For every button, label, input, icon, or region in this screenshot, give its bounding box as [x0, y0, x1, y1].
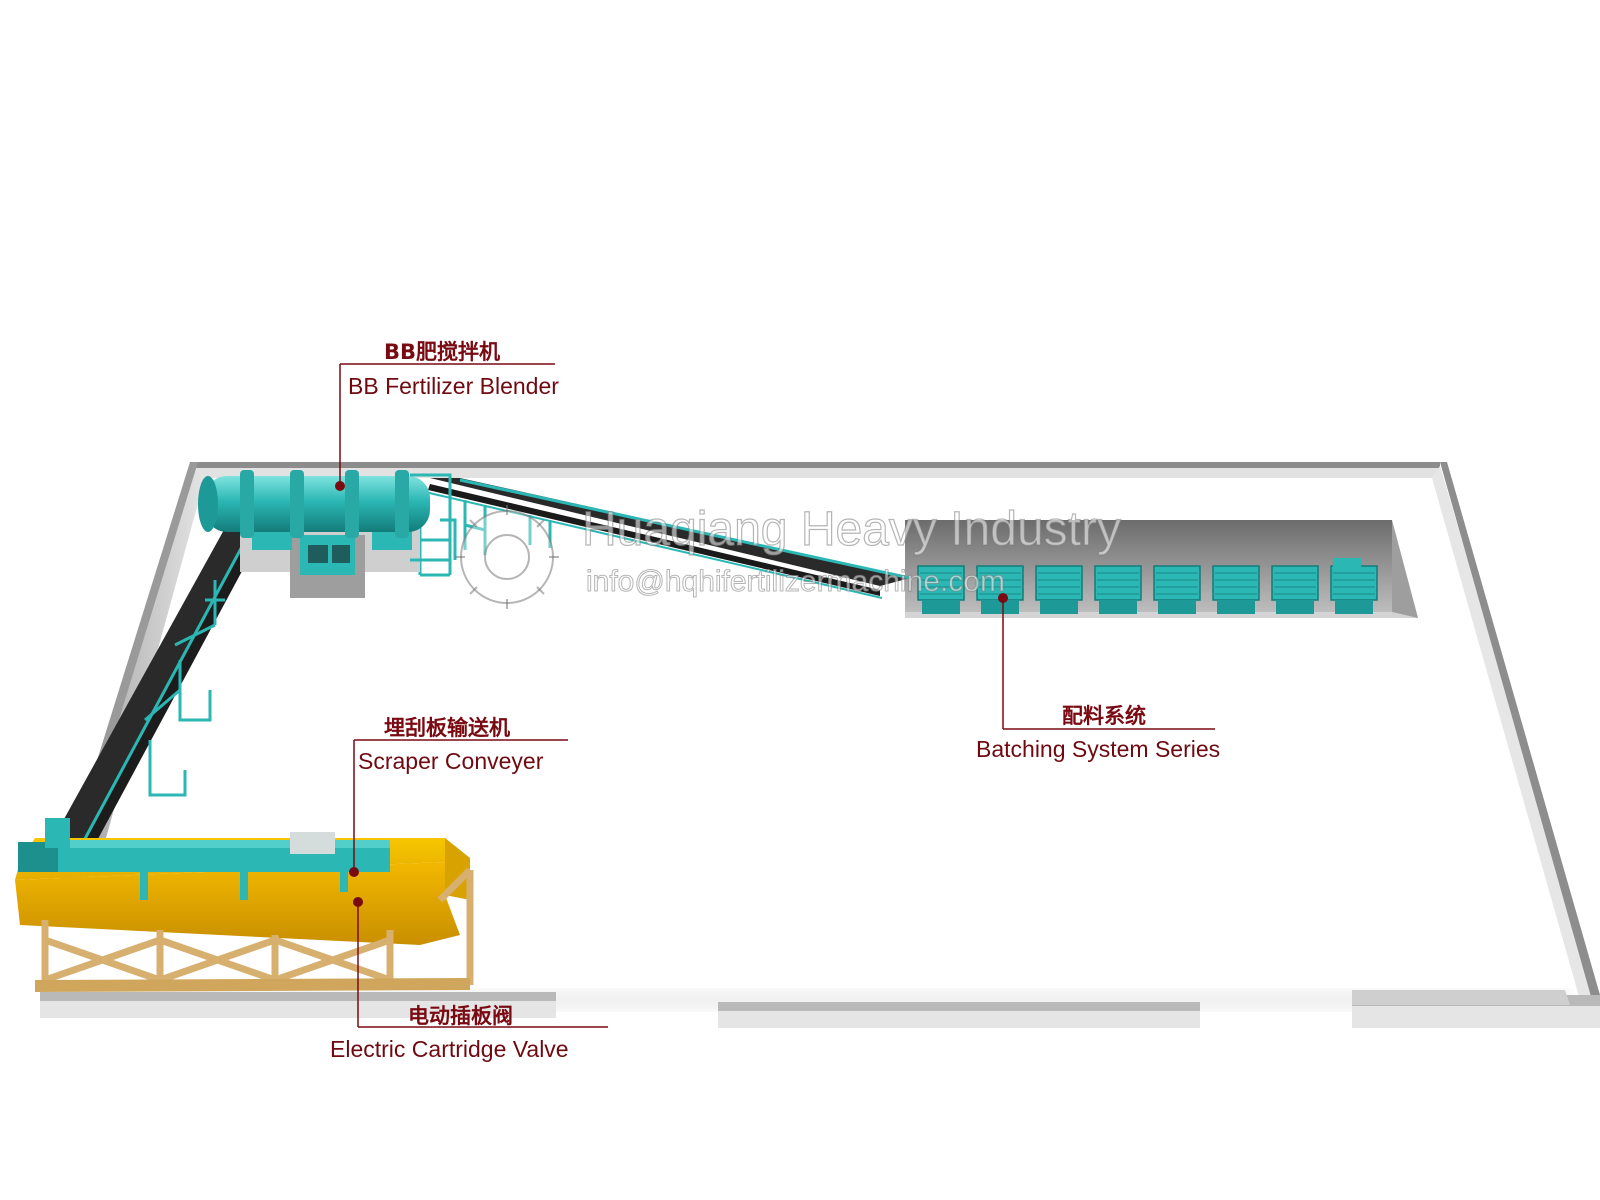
scraper-label-zh: 埋刮板输送机 [384, 716, 510, 740]
inclined-belt-conveyor [418, 478, 911, 599]
watermark-company: Huaqiang Heavy Industry [581, 502, 1121, 556]
batching-hopper [1271, 565, 1319, 614]
valve-label-en: Electric Cartridge Valve [330, 1036, 569, 1062]
valve-label-zh: 电动插板阀 [408, 1004, 513, 1028]
feeder-box [1333, 558, 1361, 568]
boundary-wall [40, 462, 1600, 1028]
batching-hopper [1094, 565, 1142, 614]
scraper-conveyor-belt [48, 527, 262, 850]
batching-hopper [917, 565, 965, 614]
scraper-label-en: Scraper Conveyer [358, 748, 544, 774]
blender-label-en: BB Fertilizer Blender [348, 373, 559, 399]
batching-label-zh: 配料系统 [1062, 704, 1146, 728]
batching-hopper [1153, 565, 1201, 614]
horizontal-scraper-conveyer [18, 818, 390, 900]
watermark-email: info@hqhifertilizermachine.com [586, 565, 1006, 599]
batching-hopper [1212, 565, 1260, 614]
callout-lines [339, 363, 1215, 1028]
bb-fertilizer-blender [198, 470, 457, 598]
callout-markers [335, 481, 1008, 907]
watermark-gear-logo [455, 505, 559, 609]
batching-hopper [1035, 565, 1083, 614]
batching-label-en: Batching System Series [976, 736, 1221, 762]
batching-hoppers [917, 558, 1378, 614]
blender-label-zh: BB肥搅拌机 [384, 340, 501, 364]
batching-hopper [1330, 565, 1378, 614]
